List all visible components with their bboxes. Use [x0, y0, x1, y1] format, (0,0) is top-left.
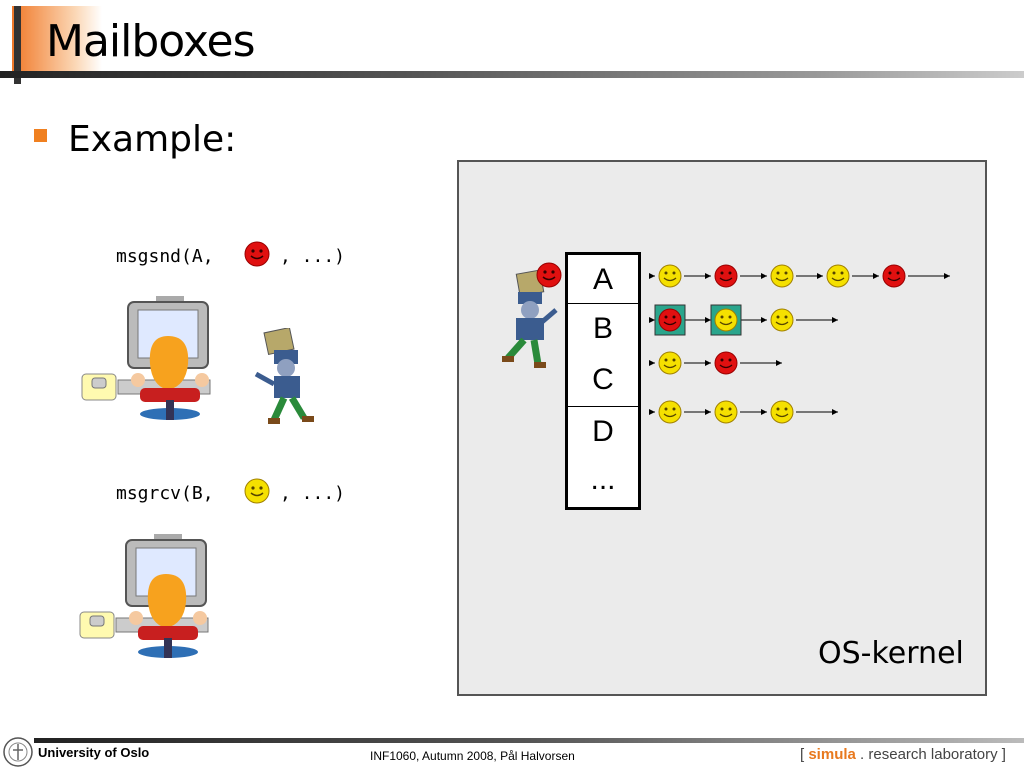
queue-arrowhead	[649, 273, 655, 279]
mailman-icon	[254, 328, 314, 424]
mailbox-d: D	[565, 407, 641, 459]
os-kernel-label: OS-kernel	[818, 636, 964, 671]
yellow-smiley-icon	[710, 304, 742, 336]
queue-arrowhead	[832, 317, 838, 323]
queue-arrowhead	[944, 273, 950, 279]
queue-arrowhead	[776, 360, 782, 366]
queue-arrowhead	[649, 409, 655, 415]
queue-arrowhead	[705, 317, 711, 323]
queue-arrowhead	[705, 409, 711, 415]
msgrcv-prefix: msgrcv(B,	[116, 483, 214, 504]
yellow-smiley-icon	[658, 351, 682, 375]
queue-arrowhead	[705, 273, 711, 279]
mailman-icon	[502, 269, 558, 368]
computer-user-icon	[79, 534, 209, 658]
footer-lab-open: [	[800, 746, 809, 763]
mailbox-queues	[649, 264, 950, 424]
computer-user-icon	[81, 296, 211, 420]
yellow-smiley-icon	[770, 400, 794, 424]
footer-university: University of Oslo	[38, 745, 150, 760]
title-accent-bar	[14, 6, 21, 84]
queue-arrowhead	[761, 317, 767, 323]
footer-lab: [ simula . research laboratory ]	[800, 746, 1006, 763]
red-smiley-icon	[244, 241, 270, 267]
yellow-smiley-icon	[770, 264, 794, 288]
yellow-smiley-icon	[826, 264, 850, 288]
msgrcv-call: msgrcv(B,	[116, 483, 214, 504]
queue-arrowhead	[649, 360, 655, 366]
footer-lab-simula: simula	[808, 746, 856, 763]
red-smiley-icon	[654, 304, 686, 336]
msgsnd-suffix: , ...)	[280, 246, 346, 267]
msgsnd-call: msgsnd(A,	[116, 246, 214, 267]
queue-arrowhead	[873, 273, 879, 279]
yellow-smiley-icon	[658, 400, 682, 424]
yellow-smiley-icon	[658, 264, 682, 288]
queue-arrowhead	[817, 273, 823, 279]
red-smiley-icon	[714, 351, 738, 375]
queue-arrowhead	[705, 360, 711, 366]
yellow-smiley-icon	[714, 400, 738, 424]
bullet-square	[34, 129, 47, 142]
university-seal-icon	[3, 737, 33, 767]
mailbox-c: C	[565, 355, 641, 407]
mailbox-a: A	[565, 252, 641, 304]
queue-arrowhead	[761, 409, 767, 415]
mailbox-more: ...	[565, 458, 641, 510]
footer-lab-dot: .	[855, 746, 869, 763]
bullet-text: Example:	[68, 119, 237, 160]
yellow-smiley-icon	[770, 308, 794, 332]
queue-arrowhead	[761, 273, 767, 279]
mailbox-b: B	[565, 304, 641, 356]
msgrcv-suffix: , ...)	[280, 483, 346, 504]
queue-arrowhead	[649, 317, 655, 323]
red-smiley-icon	[882, 264, 906, 288]
page-title: Mailboxes	[46, 16, 256, 67]
yellow-smiley-icon	[244, 478, 270, 504]
queue-arrowhead	[832, 409, 838, 415]
red-smiley-icon	[536, 262, 562, 288]
msgsnd-prefix: msgsnd(A,	[116, 246, 214, 267]
title-accent	[12, 6, 102, 78]
title-underline	[0, 71, 1024, 78]
footer-lab-rest: research laboratory ]	[868, 746, 1006, 763]
footer-course: INF1060, Autumn 2008, Pål Halvorsen	[370, 749, 575, 763]
red-smiley-icon	[714, 264, 738, 288]
footer-divider	[34, 738, 1024, 743]
os-kernel-box	[457, 160, 987, 696]
